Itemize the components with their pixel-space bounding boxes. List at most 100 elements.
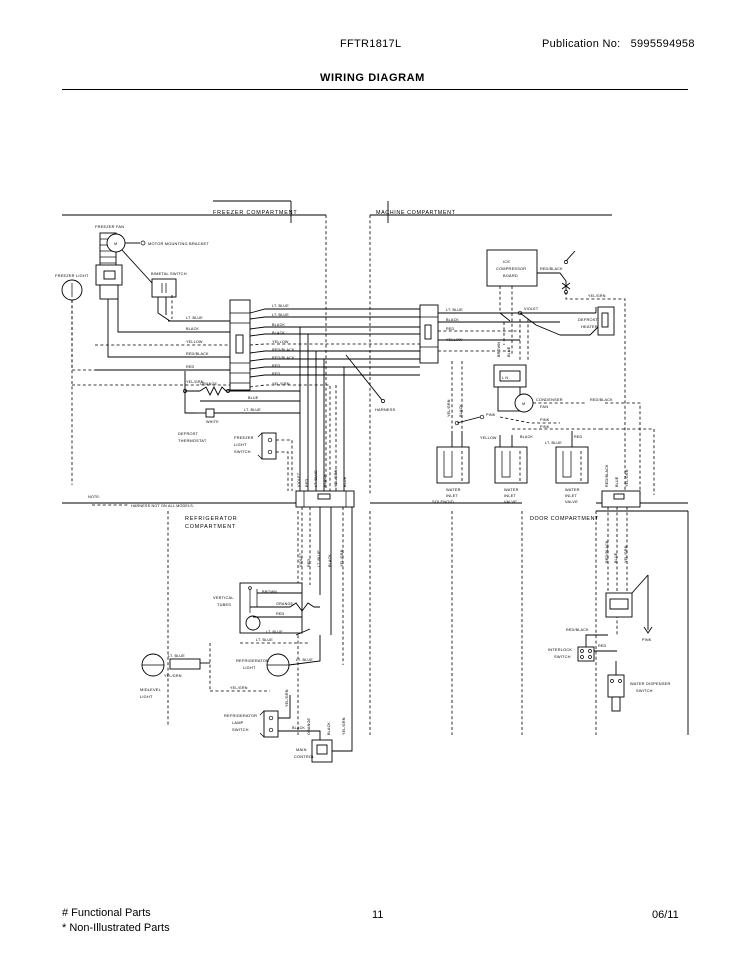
wire-label-red-v2: RED (307, 558, 311, 567)
wire-label-redblack-1: RED/BLACK (186, 352, 209, 356)
wire-label-yellow-3: YELLOW (446, 338, 463, 342)
wire-label-lt-blue-10: LT. BLUE (168, 654, 185, 658)
label-freezer-light-switch-3: SWITCH (234, 449, 251, 454)
wire-label-violet-v1: VIOLET (297, 472, 301, 487)
refrigerator-lamp-switch-body (263, 710, 279, 738)
wire-label-black-3: BLACK (272, 331, 285, 335)
interlock-switch-body (577, 646, 595, 662)
wire-label-lt-blue-v1: LT. BLUE (314, 470, 318, 487)
wire-label-redblack-v1: RED/BLACK (605, 464, 609, 487)
wire-label-brown-1: BROWN (262, 590, 277, 594)
wire-label-blue-1: BLUE (248, 396, 259, 400)
water-valve-1-body (494, 446, 528, 484)
wire-label-red-5: RED (574, 435, 583, 439)
footer-date: 06/11 (652, 909, 679, 921)
wire-label-yelblack-1: YEL/GRN (164, 674, 182, 678)
wire-label-red-3: RED (272, 372, 281, 376)
section-label-machine: MACHINE COMPARTMENT (376, 210, 456, 216)
midlevel-light-housing (169, 658, 201, 670)
wire-label-red-4: RED (446, 327, 455, 331)
water-dispenser-switch-body (607, 674, 625, 698)
lower-harness-group: VIOLET RED LT. BLUE BLACK YEL/GRN BLUE R… (295, 464, 641, 567)
label-refrigerator-lamp-2: LIGHT (243, 665, 256, 670)
footer-non-illustrated-parts: * Non-Illustrated Parts (62, 922, 170, 934)
section-label-door: DOOR COMPARTMENT (530, 516, 599, 522)
label-motor-mounting-bracket: MOTOR MOUNTING BRACKET (148, 241, 209, 246)
wire-label-violet-v2: VIOLET (299, 552, 303, 567)
label-bimetal-switch: BIMETAL SWITCH (151, 271, 187, 276)
refrigerator-compartment-group: BROWN ORANGE RED VERTICAL TUBES LT. BLUE… (140, 507, 353, 763)
label-midlevel-light-1: MIDLEVEL (140, 687, 162, 692)
water-inlet-solenoid-body (436, 446, 470, 484)
notes-block: NOTE: HARNESS NOT ON ALL MODELS. (88, 495, 194, 508)
wire-label-yelgrn-2: YEL/GRN (272, 382, 290, 386)
label-interlock-switch-1: INTERLOCK (548, 647, 572, 652)
door-compartment-group: PINK INTERLOCK SWITCH RED/BLACK RED WATE… (548, 507, 670, 712)
wire-label-black-v1: BLACK (323, 474, 327, 487)
notes-heading: NOTE: (88, 495, 100, 499)
label-refrigerator-lamp-switch-1: REFRIGERATOR (224, 713, 257, 718)
label-water-solenoid-1: WATER (446, 487, 461, 492)
wire-label-lt-blue-2: LT. BLUE (272, 304, 289, 308)
wire-label-black-1: BLACK (186, 327, 199, 331)
label-water-dispenser-switch-1: WATER DISPENSER (630, 681, 670, 686)
wire-label-blue-v3: BLUE (614, 552, 618, 563)
wire-label-yelgrn-1: YEL/GRN (186, 380, 204, 384)
section-frames (62, 200, 689, 735)
label-defrost-heater-1: DEFROST (578, 317, 599, 322)
label-harness-callout: HARNESS (375, 407, 396, 412)
wire-label-black-7: BLACK (292, 726, 305, 730)
wire-label-pink-1: PINK (486, 413, 496, 417)
label-water-valve2-3: VALVE (565, 499, 578, 504)
wire-label-redblack-2: RED/BLACK (272, 348, 295, 352)
wire-label-red-6: RED (276, 612, 285, 616)
wire-label-lt-blue-7: LT. BLUE (266, 630, 283, 634)
wire-label-black-6: BLACK (520, 435, 533, 439)
wire-label-orange-2: ORANGE (307, 717, 311, 735)
label-water-valve1-2: INLET (504, 493, 517, 498)
wire-label-lt-blue-8: LT. BLUE (296, 658, 313, 662)
label-condenser-fan-1: CONDENSER (536, 397, 563, 402)
wire-label-yelgrn-3: YEL/GRN (588, 294, 606, 298)
wiring-diagram-svg: .w {stroke:#000;stroke-width:.9;fill:non… (55, 200, 689, 763)
label-water-solenoid-3: SOLENOID (432, 499, 454, 504)
wire-label-red-v1: RED (305, 478, 309, 487)
vertical-tubes-motor-icon (245, 615, 261, 631)
label-ice-compressor-board-3: BOARD (503, 273, 518, 278)
wiring-diagram-canvas: .w {stroke:#000;stroke-width:.9;fill:non… (0, 195, 750, 765)
wire-label-black-5: BLACK (459, 404, 463, 417)
wire-label-redblack-5: RED/BLACK (590, 398, 613, 402)
publication-label: Publication No: (542, 38, 621, 50)
label-freezer-light-switch-2: LIGHT (234, 442, 247, 447)
svg-text:M: M (114, 242, 117, 246)
footer-page-number: 11 (372, 909, 384, 921)
wire-label-pink-4: PINK (642, 638, 652, 642)
wire-label-relay-2: BLUE (507, 346, 511, 357)
label-water-valve2-2: INLET (565, 493, 578, 498)
section-label-refrigerator-2: COMPARTMENT (185, 524, 236, 530)
label-ice-compressor-board-1: ICE (503, 259, 510, 264)
wire-label-online: VIOLET (524, 307, 539, 311)
wire-label-lt-blue-6: LT. BLUE (545, 441, 562, 445)
label-defrost-sensor: WHITE (206, 420, 219, 424)
wire-label-yelgrn-v2: YEL/GRN (625, 469, 629, 487)
wire-label-blue-v1: BLUE (343, 476, 347, 487)
wire-label-blue-v2: BLUE (615, 476, 619, 487)
wire-label-red-2: RED (272, 364, 281, 368)
wire-label-orange-1: ORANGE (276, 602, 294, 606)
wire-label-lt-blue-3: LT. BLUE (272, 313, 289, 317)
wire-label-pink-3: PINK (540, 425, 550, 429)
wire-label-yelblack-2: YEL/GRN (230, 686, 248, 690)
footer-legend: # Functional Parts * Non-Illustrated Par… (62, 906, 170, 936)
publication-number: Publication No: 5995594958 (542, 38, 695, 50)
wire-label-black-8: BLACK (327, 722, 331, 735)
wire-label-yelgrn-4: YEL/GRN (447, 399, 451, 417)
freezer-light-switch-body (261, 432, 277, 460)
label-refrigerator-lamp-1: REFRIGERATOR (236, 658, 269, 663)
notes-legend: HARNESS NOT ON ALL MODELS. (131, 504, 194, 508)
label-freezer-fan: FREEZER FAN (95, 224, 124, 229)
label-condenser-fan-2: FAN (540, 404, 548, 409)
wire-label-redblack-4: RED/BLACK (540, 267, 563, 271)
model-number: FFTR1817L (340, 38, 402, 50)
wire-label-yelgrn-v3: YEL/GRN (340, 549, 344, 567)
